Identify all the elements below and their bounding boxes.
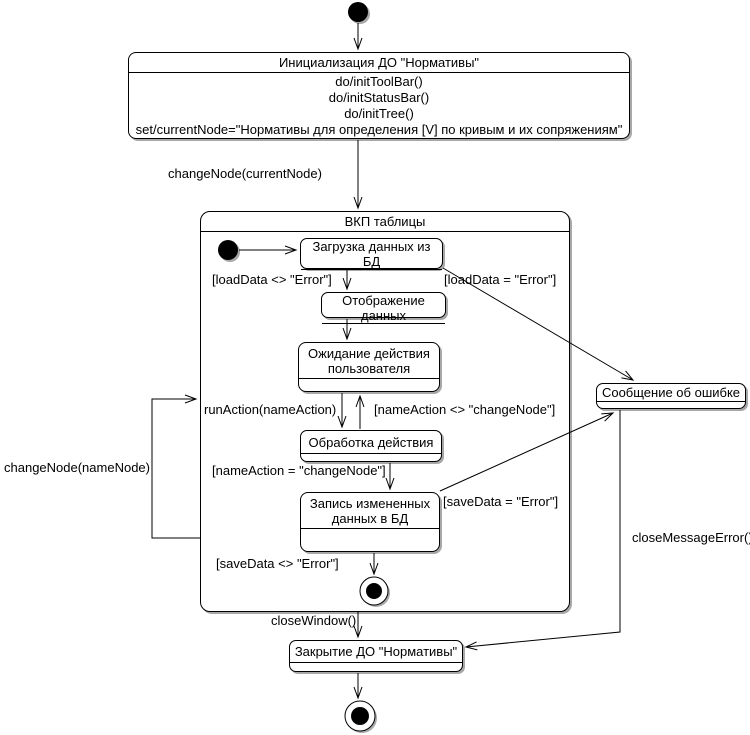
state-compartment (301, 454, 441, 461)
event-label-close-window: closeWindow() (271, 613, 357, 628)
state-title-save: Запись измененных данных в БД (301, 493, 439, 529)
state-compartment (301, 529, 439, 551)
state-title-init: Инициализация ДО "Нормативы" (129, 53, 629, 73)
state-compartment (597, 402, 745, 408)
state-init-actions: do/initToolBar() do/initStatusBar() do/i… (129, 73, 629, 138)
state-title-load: Загрузка данных из БД (301, 239, 442, 270)
state-compartment (299, 379, 439, 391)
state-display-data: Отображение данных (321, 292, 446, 324)
action-set-current-node: set/currentNode="Нормативы для определен… (135, 122, 623, 137)
event-label-change-node-current: changeNode(currentNode) (168, 166, 322, 181)
state-title-wait: Ожидание действия пользователя (299, 343, 439, 379)
state-compartment (290, 663, 462, 671)
state-compartment (322, 324, 445, 329)
state-init-normativy: Инициализация ДО "Нормативы" do/initTool… (128, 52, 630, 139)
state-title-vkp: ВКП таблицы (201, 212, 569, 232)
state-close-normativy: Закрытие ДО "Нормативы" (289, 640, 463, 672)
state-title-close: Закрытие ДО "Нормативы" (290, 641, 462, 663)
state-title-process: Обработка действия (301, 431, 441, 454)
initial-state-dot-top (348, 2, 370, 24)
state-title-error: Сообщение об ошибке (597, 384, 745, 402)
guard-label-name-action-eq: [nameAction = "changeNode"] (212, 463, 386, 478)
final-state-bottom (344, 700, 377, 733)
guard-label-name-action-neq: [nameAction <> "changeNode"] (374, 402, 556, 417)
transition-vkp-self-loop (151, 394, 200, 539)
action-init-tree: do/initTree() (344, 106, 414, 121)
action-init-toolbar: do/initToolBar() (335, 74, 423, 89)
guard-label-load-ok: [loadData <> "Error"] (212, 272, 332, 287)
state-wait-user-action: Ожидание действия пользователя (298, 342, 440, 392)
guard-label-save-ok: [saveData <> "Error"] (216, 556, 339, 571)
state-save-data: Запись измененных данных в БД (300, 492, 440, 552)
state-title-display: Отображение данных (322, 293, 445, 324)
state-load-data: Загрузка данных из БД (300, 238, 443, 270)
guard-label-load-error: [loadData = "Error"] (444, 272, 557, 287)
state-error-message: Сообщение об ошибке (596, 383, 746, 409)
guard-label-save-error: [saveData = "Error"] (443, 494, 559, 509)
action-init-statusbar: do/initStatusBar() (328, 90, 430, 105)
event-label-run-action: runAction(nameAction) (204, 402, 337, 417)
state-process-action: Обработка действия (300, 430, 442, 462)
event-label-close-message-error: closeMessageError() (632, 530, 750, 545)
event-label-change-node-name: changeNode(nameNode) (4, 460, 150, 475)
